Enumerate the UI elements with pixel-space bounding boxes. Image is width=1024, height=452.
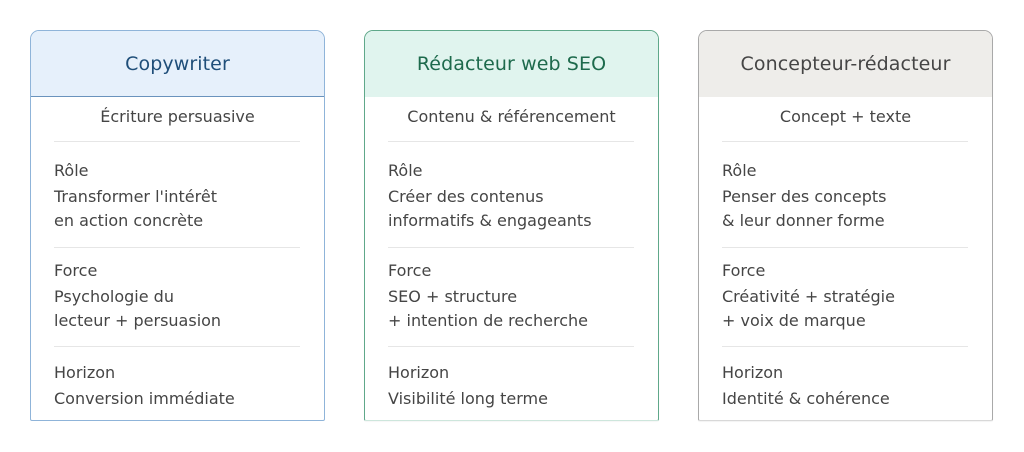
section-force: Force SEO + structure + intention de rec… bbox=[388, 259, 638, 333]
section-label: Force bbox=[54, 261, 98, 280]
section-horizon: Horizon Visibilité long terme bbox=[388, 361, 638, 411]
divider bbox=[722, 346, 968, 347]
section-role: Rôle Créer des contenus informatifs & en… bbox=[388, 159, 638, 233]
divider bbox=[722, 247, 968, 248]
section-label: Force bbox=[722, 261, 766, 280]
section-value-line: SEO + structure bbox=[388, 287, 518, 306]
card-title: Rédacteur web SEO bbox=[416, 52, 607, 75]
section-value-line: + intention de recherche bbox=[388, 311, 589, 330]
card-concepteur-redacteur: Concepteur-rédacteur Concept + texte Rôl… bbox=[698, 30, 993, 421]
divider bbox=[388, 141, 634, 142]
card-subtitle: Écriture persuasive bbox=[100, 107, 255, 126]
section-label: Rôle bbox=[54, 161, 89, 180]
section-value-line: en action concrète bbox=[54, 211, 204, 230]
section-force: Force Psychologie du lecteur + persuasio… bbox=[54, 259, 304, 333]
card-title: Copywriter bbox=[125, 52, 230, 75]
section-value-line: lecteur + persuasion bbox=[54, 311, 222, 330]
section-value-line: + voix de marque bbox=[722, 311, 866, 330]
divider bbox=[54, 141, 300, 142]
section-value-line: Créer des contenus bbox=[388, 187, 544, 206]
section-value-line: Psychologie du bbox=[54, 287, 174, 306]
section-label: Rôle bbox=[388, 161, 423, 180]
divider bbox=[722, 141, 968, 142]
section-value-line: Penser des concepts bbox=[722, 187, 887, 206]
section-value-line: Visibilité long terme bbox=[388, 389, 548, 408]
section-force: Force Créativité + stratégie + voix de m… bbox=[722, 259, 972, 333]
section-value-line: Identité & cohérence bbox=[722, 389, 890, 408]
section-label: Horizon bbox=[722, 363, 784, 382]
section-label: Rôle bbox=[722, 161, 757, 180]
section-value-line: Créativité + stratégie bbox=[722, 287, 895, 306]
section-label: Horizon bbox=[54, 363, 116, 382]
section-horizon: Horizon Identité & cohérence bbox=[722, 361, 972, 411]
card-copywriter: Copywriter Écriture persuasive Rôle Tran… bbox=[30, 30, 325, 421]
section-value-line: informatifs & engageants bbox=[388, 211, 592, 230]
divider bbox=[54, 247, 300, 248]
divider bbox=[388, 247, 634, 248]
section-role: Rôle Penser des concepts & leur donner f… bbox=[722, 159, 972, 233]
card-redacteur-web-seo: Rédacteur web SEO Contenu & référencemen… bbox=[364, 30, 659, 421]
card-subtitle: Contenu & référencement bbox=[407, 107, 616, 126]
divider bbox=[54, 346, 300, 347]
card-subtitle: Concept + texte bbox=[779, 107, 912, 126]
section-role: Rôle Transformer l'intérêt en action con… bbox=[54, 159, 304, 233]
section-value-line: Transformer l'intérêt bbox=[54, 187, 217, 206]
section-value-line: & leur donner forme bbox=[722, 211, 885, 230]
card-header: Copywriter bbox=[31, 31, 324, 97]
section-value-line: Conversion immédiate bbox=[54, 389, 235, 408]
card-title: Concepteur-rédacteur bbox=[740, 52, 951, 75]
divider bbox=[388, 346, 634, 347]
card-header: Rédacteur web SEO bbox=[365, 31, 658, 97]
section-label: Horizon bbox=[388, 363, 450, 382]
section-horizon: Horizon Conversion immédiate bbox=[54, 361, 304, 411]
card-header: Concepteur-rédacteur bbox=[699, 31, 992, 97]
section-label: Force bbox=[388, 261, 432, 280]
